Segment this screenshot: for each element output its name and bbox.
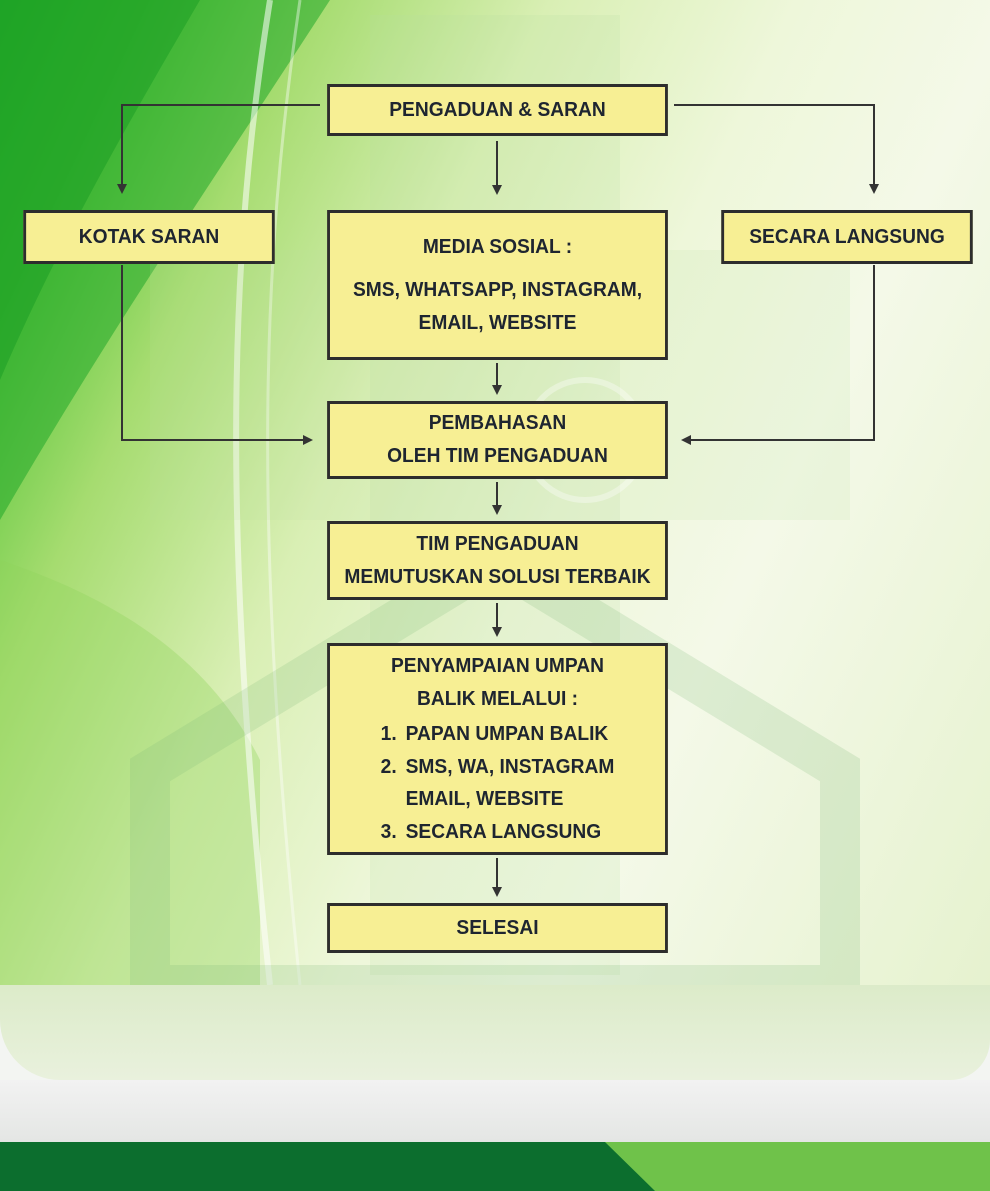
list-item: 3.SECARA LANGSUNG — [380, 820, 602, 843]
arrow-top-to-right — [674, 104, 879, 194]
node-label: SECARA LANGSUNG — [749, 225, 945, 248]
node-suggestion-box: KOTAK SARAN — [23, 210, 275, 264]
lower-strip — [0, 985, 990, 1080]
node-line: TIM PENGADUAN — [416, 532, 579, 555]
node-direct: SECARA LANGSUNG — [721, 210, 973, 264]
node-line: PEMBAHASAN — [428, 412, 567, 434]
node-line: OLEH TIM PENGADUAN — [387, 445, 608, 467]
node-line: SMS, WHATSAPP, INSTAGRAM, — [352, 278, 643, 301]
node-line: BALIK MELALUI : — [416, 688, 579, 710]
node-complaints-suggestions: PENGADUAN & SARAN — [327, 84, 668, 136]
arrow-left-to-discussion — [121, 265, 313, 445]
node-decision: TIM PENGADUAN MEMUTUSKAN SOLUSI TERBAIK — [327, 521, 668, 600]
feedback-list: 1.PAPAN UMPAN BALIK 2.SMS, WA, INSTAGRAM… — [381, 718, 615, 848]
node-line: PENYAMPAIAN UMPAN — [391, 655, 604, 677]
list-item: 2.SMS, WA, INSTAGRAM — [380, 755, 615, 778]
node-label: PENGADUAN & SARAN — [389, 98, 606, 121]
gray-band — [0, 1080, 990, 1142]
node-label: KOTAK SARAN — [78, 225, 220, 248]
list-item: 1.PAPAN UMPAN BALIK — [380, 723, 609, 745]
flow-connectors — [117, 104, 879, 897]
node-line: EMAIL, WEBSITE — [418, 311, 577, 334]
arrow-right-to-discussion — [681, 265, 875, 445]
node-finish: SELESAI — [327, 903, 668, 953]
node-label: SELESAI — [456, 916, 539, 939]
list-item-continuation: EMAIL, WEBSITE — [405, 788, 564, 810]
arrow-top-to-left — [117, 104, 320, 194]
node-title: MEDIA SOSIAL : — [422, 235, 573, 258]
node-social-media: MEDIA SOSIAL : SMS, WHATSAPP, INSTAGRAM,… — [327, 210, 668, 360]
footer-accent — [605, 1142, 990, 1191]
node-feedback: PENYAMPAIAN UMPAN BALIK MELALUI : 1.PAPA… — [327, 643, 668, 855]
node-discussion: PEMBAHASAN OLEH TIM PENGADUAN — [327, 401, 668, 479]
node-line: MEMUTUSKAN SOLUSI TERBAIK — [344, 565, 651, 588]
